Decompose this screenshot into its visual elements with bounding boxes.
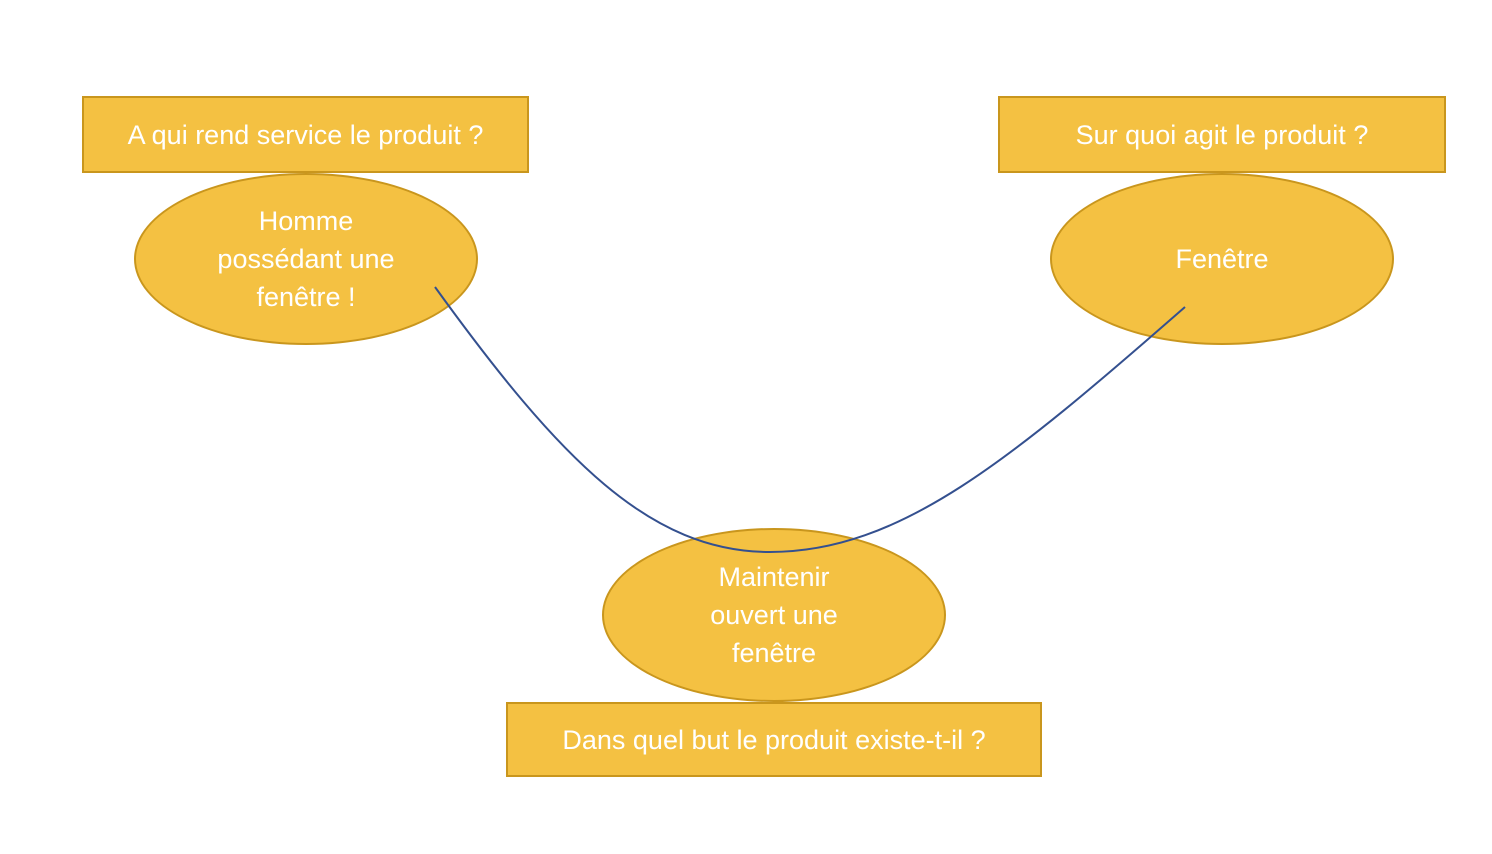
purpose-ellipse: Maintenir ouvert une fenêtre (602, 528, 946, 702)
bottom-question-label: Dans quel but le produit existe-t-il ? (562, 724, 986, 755)
target-label: Fenêtre (1175, 244, 1269, 274)
horn-curve (434, 286, 1186, 554)
user-label: Homme possédant une fenêtre ! (217, 206, 395, 312)
target-ellipse: Fenêtre (1050, 173, 1394, 345)
left-question-box: A qui rend service le produit ? (82, 96, 529, 173)
right-question-label: Sur quoi agit le produit ? (1075, 119, 1369, 150)
left-question-label: A qui rend service le produit ? (127, 119, 484, 150)
bottom-question-box: Dans quel but le produit existe-t-il ? (506, 702, 1042, 777)
purpose-label: Maintenir ouvert une fenêtre (710, 562, 838, 668)
right-question-box: Sur quoi agit le produit ? (998, 96, 1446, 173)
user-ellipse: Homme possédant une fenêtre ! (134, 173, 478, 345)
